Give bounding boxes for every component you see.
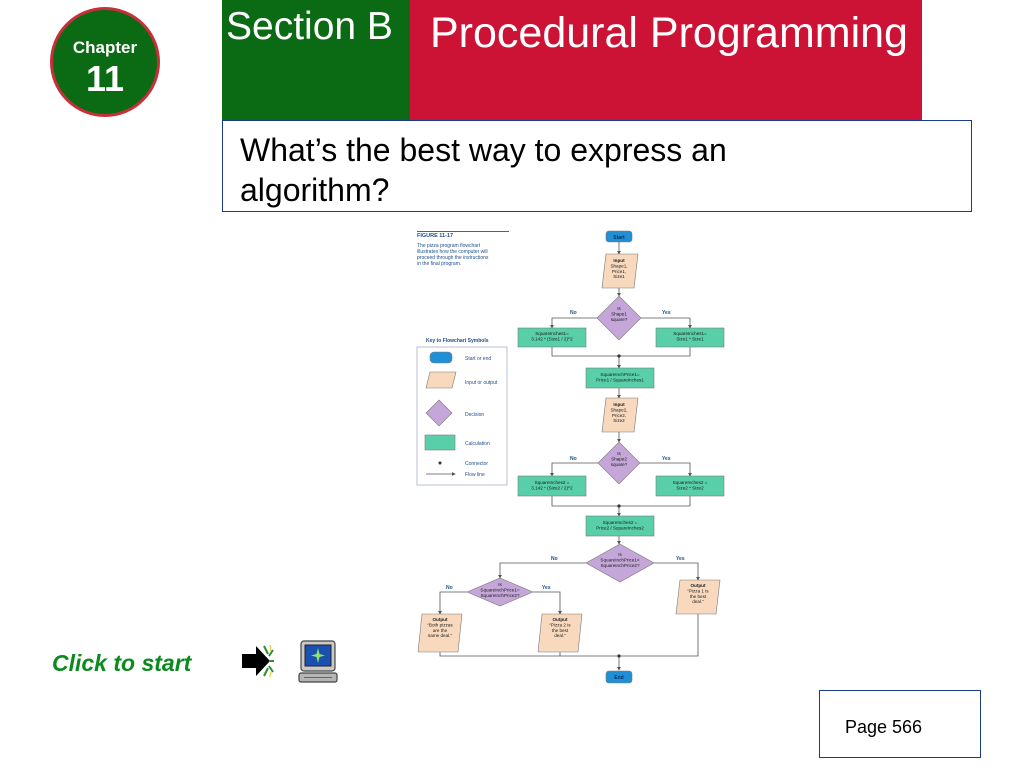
branch-no-2: No (570, 456, 577, 462)
start-node-label: Start (613, 235, 625, 241)
key-label-io: Input or output (465, 380, 498, 386)
key-label-flow-line: Flow line (465, 472, 485, 478)
key-connector-shape (438, 461, 442, 465)
calc2-no-node (517, 475, 587, 497)
branch-yes-4: Yes (542, 585, 551, 591)
decision4-node (466, 577, 534, 607)
chapter-label: Chapter (72, 38, 138, 57)
calc2-no-label: SquareInches2 =3.142 * (Size2 / 2)^2 (531, 480, 573, 490)
branch-no-1: No (570, 310, 577, 316)
branch-no-3: No (551, 556, 558, 562)
calc-price2-label: SquareInches2 =Price2 / SquareInches2 (596, 520, 644, 530)
flow-lines (438, 242, 700, 671)
calc1-yes-label: SquareInches1=Size1 * Size1 (673, 331, 707, 341)
key-terminal-shape (429, 351, 453, 364)
output-p2-node (537, 613, 583, 653)
branch-no-4: No (446, 585, 453, 591)
calc1-no-label: SquareInches1=3.142 * (Size1 / 2)^2 (531, 331, 573, 341)
question-text: What’s the best way to express an algori… (240, 132, 727, 208)
key-decision-shape (425, 399, 453, 427)
calc2-yes-label: SquareInches2 =Size2 * Size2 (673, 480, 708, 490)
play-arrow-icon[interactable] (240, 642, 276, 680)
figure-caption: The pizza program flowchart illustrates … (417, 243, 489, 267)
input2-node (601, 397, 639, 433)
branch-yes-3: Yes (676, 556, 685, 562)
calc-price1-label: SquareInchPrice1=Price1 / SquareInches1 (596, 372, 644, 382)
end-node-label: End (614, 675, 623, 681)
page-number: Page 566 (845, 717, 923, 737)
key-calculation-shape (424, 434, 456, 451)
figure-caption-rule (417, 231, 509, 232)
calc2-yes-node (655, 475, 725, 497)
output-p1-node (675, 579, 721, 615)
topic-bar (410, 0, 922, 120)
decision2-node (597, 441, 641, 485)
key-label-connector: Connector (465, 461, 488, 467)
end-node (605, 670, 633, 684)
section-title: Section B (226, 5, 393, 48)
decision1-node (596, 295, 642, 341)
figure-title: FIGURE 11-17 (417, 233, 454, 239)
branch-labels: No Yes No Yes No Yes No Yes (446, 310, 685, 591)
branch-yes-1: Yes (662, 310, 671, 316)
key-title: Key to Flowchart Symbols (426, 338, 489, 344)
key-label-decision: Decision (465, 412, 484, 418)
page-number-box (819, 690, 981, 758)
chapter-badge: Chapter 11 (50, 7, 160, 117)
output-both-node (417, 613, 463, 653)
click-to-start-link[interactable]: Click to start (52, 650, 192, 676)
calc-price2-node (585, 515, 655, 537)
key-io-shape (425, 371, 457, 389)
chapter-number: 11 (85, 58, 125, 99)
input1-node (601, 253, 639, 289)
decision3-node (585, 543, 655, 583)
start-node (605, 230, 633, 243)
key-label-calculation: Calculation (465, 441, 490, 447)
question-box (222, 120, 972, 212)
calc-price1-node (585, 367, 655, 389)
topic-title: Procedural Programming (430, 9, 908, 57)
flowchart-key: Key to Flowchart Symbols Start or end In… (416, 338, 508, 486)
section-bar (222, 0, 410, 120)
branch-yes-2: Yes (662, 456, 671, 462)
calc1-no-node (517, 327, 587, 348)
computer-icon[interactable] (296, 639, 340, 685)
key-label-start-end: Start or end (465, 356, 491, 362)
key-frame (416, 346, 508, 486)
calc1-yes-node (655, 327, 725, 348)
